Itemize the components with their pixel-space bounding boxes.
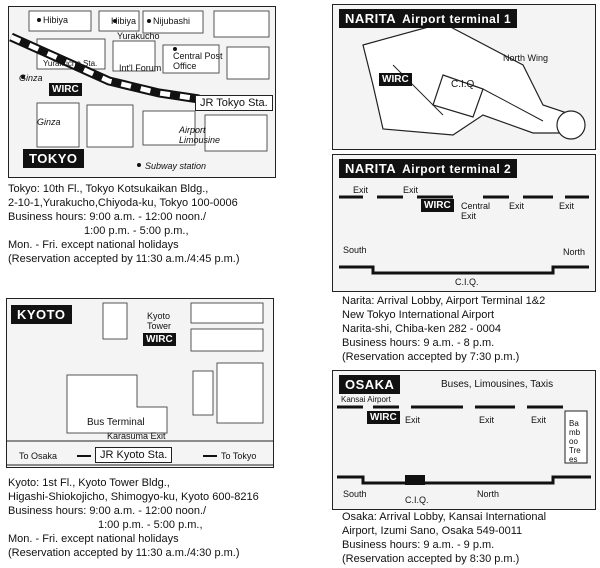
narita-2-title-main: NARITA (345, 161, 397, 176)
tokyo-line: Tokyo: 10th Fl., Tokyo Kotsukaikan Bldg.… (8, 183, 209, 195)
osaka-label-exit: Exit (405, 415, 421, 425)
narita-line: (Reservation accepted by 7:30 p.m.) (342, 351, 520, 363)
kyoto-line: Mon. - Fri. except national holidays (8, 533, 179, 545)
osaka-title: OSAKA (339, 375, 401, 394)
kyoto-map: KYOTO Kyoto Tower WIRC Bus Terminal Kara… (6, 298, 274, 468)
narita-1-label-ciq: C.I.Q. (451, 79, 478, 90)
osaka-label-exit: Exit (531, 415, 547, 425)
osaka-line: Osaka: Arrival Lobby, Kansai Internation… (342, 511, 547, 523)
narita-2-label-ciq: C.I.Q. (455, 277, 479, 287)
tokyo-wirc-marker: WIRC (49, 83, 82, 96)
narita-1-title: NARITA Airport terminal 1 (339, 9, 518, 28)
kyoto-label-to-osaka: To Osaka (19, 451, 58, 461)
tokyo-map: Hibiya Hibiya Nijubashi Yurakucho Yuraku… (8, 6, 276, 178)
osaka-map-drawing (337, 405, 591, 485)
narita-description: Narita: Arrival Lobby, Airport Terminal … (342, 294, 545, 364)
tokyo-label-yurakucho: Yurakucho (117, 31, 160, 41)
tokyo-label-yurakucho-station: Yurakucho Sta. (43, 59, 98, 68)
osaka-label-ciq: C.I.Q. (405, 495, 429, 505)
tokyo-title: TOKYO (23, 149, 84, 168)
tokyo-label-post-office: Central Post Office (173, 51, 223, 71)
kyoto-line: 1:00 p.m. - 5:00 p.m., (98, 519, 203, 531)
tokyo-map-drawing (9, 10, 270, 167)
osaka-map: OSAKA Buses, Limousines, Taxis Kansai Ai… (332, 370, 596, 510)
kyoto-label-to-tokyo: To Tokyo (221, 451, 257, 461)
narita-line: Narita: Arrival Lobby, Airport Terminal … (342, 295, 546, 307)
osaka-line: Airport, Izumi Sano, Osaka 549-0011 (342, 525, 523, 537)
kyoto-label-tower: Kyoto Tower (147, 311, 172, 331)
osaka-label-north: North (477, 489, 500, 499)
kyoto-wirc-marker: WIRC (143, 333, 176, 346)
osaka-wirc-marker: WIRC (367, 411, 400, 424)
osaka-label-south: South (343, 489, 367, 499)
kyoto-label-bus-terminal: Bus Terminal (87, 417, 145, 428)
osaka-label-bamboo-trees: Bamboo Trees (569, 419, 581, 464)
tokyo-line: 2-10-1,Yurakucho,Chiyoda-ku, Tokyo 100-0… (8, 197, 238, 209)
tokyo-label-nijubashi: Nijubashi (153, 16, 191, 26)
kyoto-line: (Reservation accepted by 11:30 a.m./4:30… (8, 547, 240, 559)
narita-2-label-north: North (563, 247, 586, 257)
tokyo-line: (Reservation accepted by 11:30 a.m./4:45… (8, 253, 240, 265)
tokyo-label-hibiya: Hibiya (43, 15, 69, 25)
narita-2-wirc-marker: WIRC (421, 199, 454, 212)
narita-2-label-south: South (343, 245, 367, 255)
narita-line: Narita-shi, Chiba-ken 282 - 0004 (342, 323, 501, 335)
kyoto-line: Kyoto: 1st Fl., Kyoto Tower Bldg., (8, 477, 170, 489)
kyoto-description: Kyoto: 1st Fl., Kyoto Tower Bldg., Higas… (8, 476, 259, 560)
tokyo-line: 1:00 p.m. - 5:00 p.m., (84, 225, 189, 237)
tokyo-label-subway-station: Subway station (145, 161, 207, 171)
tokyo-label-ginza: Ginza (19, 73, 43, 83)
narita-terminal-1-map: NARITA Airport terminal 1 North Wing WIRC… (332, 4, 596, 150)
kyoto-map-drawing (7, 302, 273, 466)
narita-terminal-1-drawing (362, 22, 586, 140)
tokyo-label-ginza-2: Ginza (37, 117, 61, 127)
narita-2-label-exit: Exit (353, 185, 369, 195)
narita-1-label-north-wing: North Wing (503, 53, 549, 63)
osaka-label-buses: Buses, Limousines, Taxis (441, 379, 554, 390)
narita-2-label-central-exit: Central Exit (461, 201, 491, 221)
osaka-line: Business hours: 9 a.m. - 9 p.m. (342, 539, 495, 551)
tokyo-label-airport-limousine: Airport Limousine (179, 125, 221, 145)
kyoto-title: KYOTO (11, 305, 72, 324)
osaka-label-exit: Exit (479, 415, 495, 425)
tokyo-line: Mon. - Fri. except national holidays (8, 239, 179, 251)
tokyo-line: Business hours: 9:00 a.m. - 12:00 noon./ (8, 211, 207, 223)
narita-2-label-exit: Exit (403, 185, 419, 195)
narita-1-wirc-marker: WIRC (379, 73, 412, 86)
kyoto-line: Business hours: 9:00 a.m. - 12:00 noon./ (8, 505, 207, 517)
osaka-line: (Reservation accepted by 8:30 p.m.) (342, 553, 520, 565)
narita-line: New Tokyo International Airport (342, 309, 495, 321)
kyoto-label-karasuma-exit: Karasuma Exit (107, 431, 166, 441)
tokyo-label-forum: Int'l Forum (119, 63, 162, 73)
narita-1-title-main: NARITA (345, 11, 397, 26)
narita-2-label-exit: Exit (559, 201, 575, 211)
narita-line: Business hours: 9 a.m. - 8 p.m. (342, 337, 495, 349)
narita-1-title-sub: Airport terminal 1 (402, 12, 512, 26)
tokyo-label-hibiya-2: Hibiya (111, 16, 137, 26)
narita-2-title: NARITA Airport terminal 2 (339, 159, 518, 178)
tokyo-station-box: JR Tokyo Sta. (195, 95, 273, 111)
narita-2-title-sub: Airport terminal 2 (402, 162, 512, 176)
kyoto-line: Higashi-Shiokojicho, Shimogyo-ku, Kyoto … (8, 491, 259, 503)
narita-terminal-2-drawing (339, 195, 589, 275)
osaka-label-kansai-airport: Kansai Airport (341, 395, 391, 404)
kyoto-station-box: JR Kyoto Sta. (95, 447, 173, 463)
osaka-description: Osaka: Arrival Lobby, Kansai Internation… (342, 510, 546, 566)
narita-2-label-exit: Exit (509, 201, 525, 211)
tokyo-description: Tokyo: 10th Fl., Tokyo Kotsukaikan Bldg.… (8, 182, 240, 266)
